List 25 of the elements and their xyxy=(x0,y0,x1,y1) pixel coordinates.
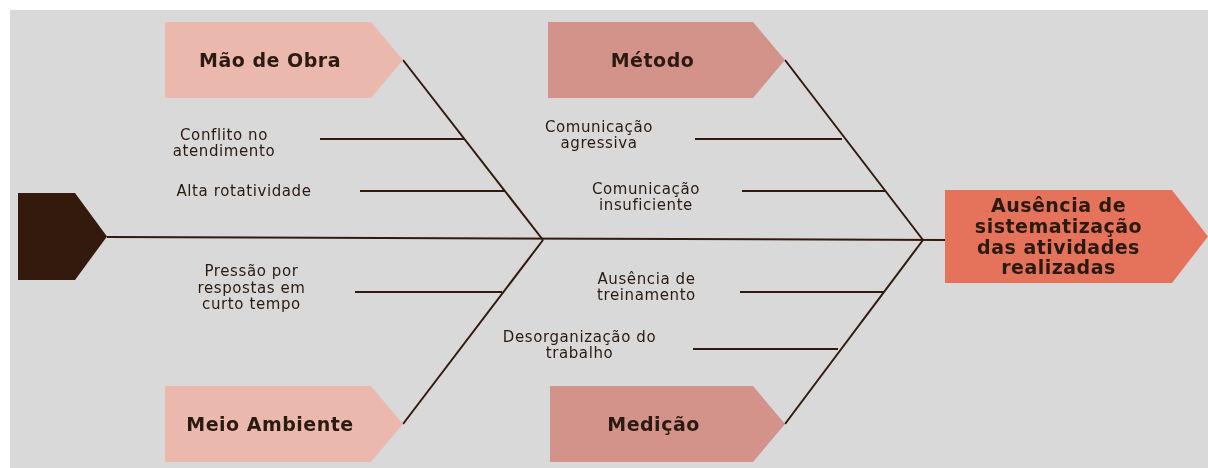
leader-line xyxy=(319,138,465,140)
cause-label: Alta rotatividade xyxy=(140,180,360,202)
bone-line xyxy=(784,239,924,425)
category-arrow-box: Mão de Obra xyxy=(165,22,403,98)
leader-line xyxy=(354,291,503,293)
cause-label: Comunicação insuficiente xyxy=(562,178,742,216)
cause-label: Comunicação agressiva xyxy=(515,116,695,154)
leader-line xyxy=(694,138,843,140)
fish-tail-shape xyxy=(18,193,107,280)
cause-label: Pressão por respostas em curto tempo xyxy=(160,260,355,316)
leader-line xyxy=(739,291,885,293)
category-arrow-box: Meio Ambiente xyxy=(165,386,403,462)
leader-line xyxy=(741,190,887,192)
leader-line xyxy=(692,348,839,350)
effect-arrow-box: Ausência de sistematização das atividades realizadas xyxy=(945,190,1208,283)
cause-label: Ausência de treinamento xyxy=(565,268,740,306)
bone-line xyxy=(402,59,544,241)
bone-line xyxy=(106,236,946,241)
leader-line xyxy=(359,190,506,192)
bone-line xyxy=(402,239,544,425)
cause-label: Conflito no atendimento xyxy=(140,122,320,164)
category-arrow-box: Método xyxy=(548,22,785,98)
cause-label: Desorganização do trabalho xyxy=(478,326,693,364)
category-arrow-box: Medição xyxy=(550,386,785,462)
bone-line xyxy=(784,59,924,241)
